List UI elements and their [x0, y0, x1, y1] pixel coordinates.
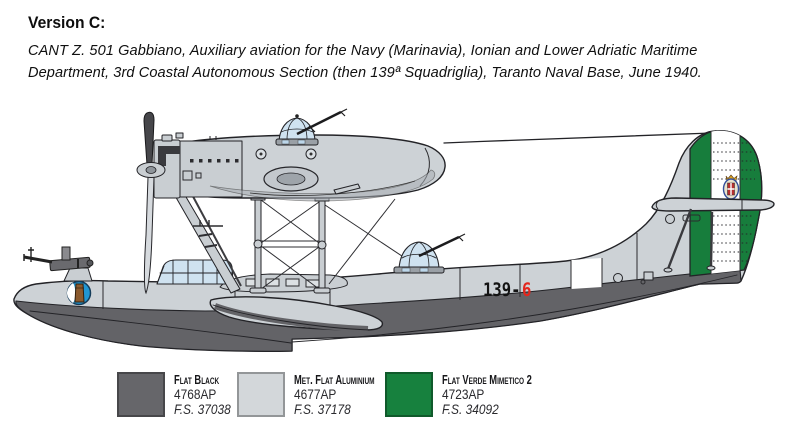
- version-description-line2: Department, 3rd Coastal Autonomous Secti…: [28, 64, 702, 81]
- porthole-small: [640, 279, 646, 285]
- propeller: [136, 111, 166, 295]
- wingtip-float: [209, 296, 384, 332]
- tail-handle: [682, 214, 701, 222]
- paint-code: 4723AP: [442, 386, 485, 402]
- paint-fs-number: F.S. 37038: [174, 401, 231, 417]
- pitot-tube: [193, 220, 223, 227]
- rear-gun: [418, 235, 460, 258]
- paint-name: Flat Black: [174, 372, 220, 387]
- rear-turret: [393, 233, 466, 274]
- paint-fs-number: F.S. 37178: [294, 401, 351, 417]
- color-chip-verde-mimetico: [385, 372, 433, 417]
- paint-name: Met. Flat Aluminium: [294, 372, 375, 387]
- paint-name: Flat Verde Mimetico 2: [442, 372, 532, 387]
- engine: [153, 132, 243, 199]
- tail-porthole: [665, 214, 675, 224]
- tailplane-struts: [666, 208, 714, 270]
- paint-reference-row: Flat Black 4768AP F.S. 37038 Met. Flat A…: [0, 372, 800, 422]
- color-chip-flat-black: [117, 372, 165, 417]
- exhaust-ports: [190, 159, 239, 163]
- version-label: Version C:: [28, 13, 106, 32]
- cooling-intake: [158, 146, 180, 166]
- color-chip-flat-aluminium: [237, 372, 285, 417]
- stabilizer: [651, 197, 775, 273]
- squadron-code-red: 6: [522, 280, 531, 302]
- paint-swatch-flat-aluminium: Met. Flat Aluminium 4677AP F.S. 37178: [237, 372, 406, 417]
- porthole: [613, 273, 623, 283]
- paint-fs-number: F.S. 34092: [442, 401, 499, 417]
- paint-code: 4768AP: [174, 386, 217, 402]
- propeller-blade-upper: [143, 111, 155, 166]
- tail-step: [643, 271, 654, 281]
- squadron-code: 139- 6: [483, 280, 531, 302]
- savoy-crest: [722, 174, 740, 200]
- dorsal-gun: [296, 110, 342, 136]
- wing-underside: [209, 148, 436, 202]
- paint-swatch-flat-black: Flat Black 4768AP F.S. 37038: [117, 372, 241, 417]
- version-description-line1: CANT Z. 501 Gabbiano, Auxiliary aviation…: [28, 42, 698, 59]
- white-fuselage-band: [571, 258, 602, 289]
- bow-gun: [23, 246, 94, 282]
- paint-code: 4677AP: [294, 386, 337, 402]
- far-wingtip-line: [443, 132, 713, 144]
- squadron-code-black: 139-: [483, 280, 520, 302]
- propeller-blade-lower: [143, 176, 155, 295]
- nose-emblem: [66, 280, 92, 306]
- paint-swatch-verde-mimetico: Flat Verde Mimetico 2 4723AP F.S. 34092: [385, 372, 567, 417]
- dorsal-turret: [275, 108, 348, 146]
